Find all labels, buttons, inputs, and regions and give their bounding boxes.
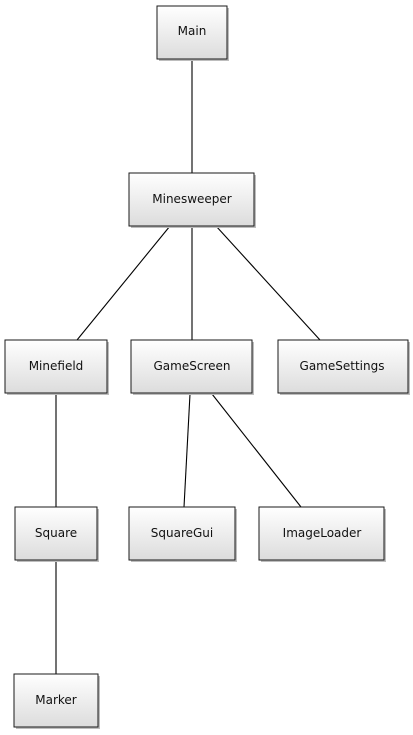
node-minesweeper-label: Minesweeper <box>152 192 232 206</box>
edge-gamescreen-squaregui <box>183 393 191 508</box>
node-gamescreen-label: GameScreen <box>154 359 231 373</box>
node-square: Square <box>14 506 99 562</box>
node-minesweeper: Minesweeper <box>128 172 256 228</box>
node-marker: Marker <box>13 673 100 729</box>
edge-gamescreen-imageloader <box>211 393 302 508</box>
node-imageloader: ImageLoader <box>258 506 386 562</box>
node-minefield-label: Minefield <box>29 359 84 373</box>
edges <box>55 59 321 674</box>
node-gamesettings-label: GameSettings <box>300 359 385 373</box>
node-gamescreen: GameScreen <box>130 339 254 395</box>
node-main: Main <box>156 5 229 61</box>
node-squaregui: SquareGui <box>128 506 237 562</box>
node-marker-label: Marker <box>35 693 77 707</box>
node-main-label: Main <box>178 24 207 38</box>
node-gamesettings: GameSettings <box>277 339 410 395</box>
edge-minesweeper-gamesettings <box>215 225 321 341</box>
node-imageloader-label: ImageLoader <box>283 526 362 540</box>
node-minefield: Minefield <box>4 339 109 395</box>
edge-minesweeper-minefield <box>76 225 171 341</box>
node-squaregui-label: SquareGui <box>151 526 213 540</box>
node-square-label: Square <box>35 526 77 540</box>
